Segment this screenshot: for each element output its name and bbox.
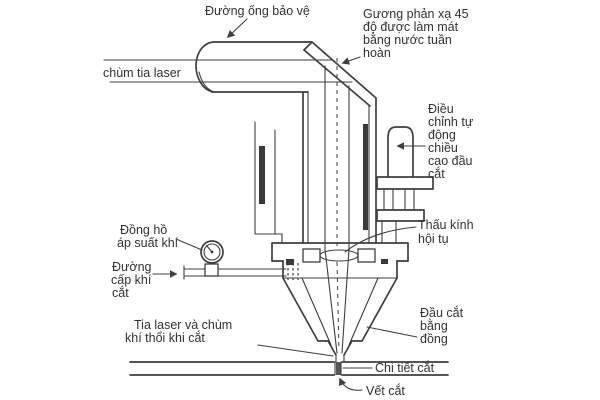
label-kerf: Vết cắt: [366, 383, 405, 398]
height-actuator: [376, 126, 434, 244]
svg-text:cấp khí: cấp khí: [111, 273, 152, 287]
leader-pressure-gauge: [175, 238, 203, 251]
gas-supply-line: [183, 265, 287, 280]
workpiece: [129, 361, 449, 376]
svg-text:hoàn: hoàn: [363, 46, 391, 60]
svg-text:Thấu kính: Thấu kính: [418, 218, 474, 232]
svg-text:Gương phản xạ 45: Gương phản xạ 45: [363, 7, 469, 21]
label-gas-supply: Đường cấp khí cắt: [111, 260, 152, 300]
svg-text:bằng nước tuần: bằng nước tuần: [363, 32, 452, 47]
svg-text:hội tụ: hội tụ: [418, 232, 449, 246]
svg-text:Đồng hồ: Đồng hồ: [120, 223, 167, 237]
svg-text:áp suất khí: áp suất khí: [117, 236, 179, 250]
label-mirror: Gương phản xạ 45 độ được làm mát bằng nư…: [363, 7, 469, 60]
protective-tube: [195, 41, 309, 93]
leader-mirror: [341, 56, 361, 65]
left-guide-rail: [254, 121, 283, 244]
svg-text:cao đầu: cao đầu: [428, 154, 473, 168]
vertical-column: [302, 58, 377, 250]
leader-protective-tube: [226, 18, 248, 39]
svg-text:Tia laser và chùm: Tia laser và chùm: [134, 318, 232, 332]
svg-text:Điều: Điều: [428, 102, 454, 116]
label-auto-height: Điều chỉnh tự động chiều cao đầu cắt: [428, 102, 473, 181]
svg-text:khí thổi khi cắt: khí thổi khi cắt: [125, 330, 205, 345]
right-guide-rail: [363, 124, 368, 230]
label-laser-beam: chùm tia laser: [103, 66, 181, 80]
laser-beam-lines: [103, 59, 353, 83]
svg-text:Đầu cắt: Đầu cắt: [420, 305, 464, 320]
pressure-gauge: [200, 240, 224, 277]
svg-text:cắt: cắt: [112, 285, 129, 300]
leader-focus-lens: [344, 226, 417, 253]
label-protective-tube: Đường ống bảo vệ: [205, 4, 310, 18]
svg-text:chiều: chiều: [428, 141, 458, 155]
svg-text:Đường: Đường: [112, 260, 152, 274]
kerf-cut: [334, 361, 342, 376]
svg-text:cắt: cắt: [428, 166, 445, 181]
label-laser-jet: Tia laser và chùm khí thổi khi cắt: [125, 318, 232, 345]
leader-laser-jet: [257, 344, 334, 357]
label-copper-head: Đầu cắt bằng đồng: [420, 305, 464, 346]
svg-text:độ được làm mát: độ được làm mát: [363, 20, 459, 34]
leader-copper-head: [366, 326, 418, 338]
label-pressure-gauge: Đồng hồ áp suất khí: [117, 223, 179, 250]
leader-kerf: [339, 377, 363, 391]
svg-text:chỉnh tự: chỉnh tự: [428, 115, 473, 129]
svg-text:động: động: [428, 128, 456, 142]
label-workpiece: Chi tiết cắt: [375, 360, 435, 375]
nozzle-cone: [282, 248, 398, 363]
label-focus-lens: Thấu kính hội tụ: [418, 218, 474, 246]
svg-text:đồng: đồng: [420, 332, 448, 346]
focus-lens-assembly: [302, 248, 376, 263]
svg-text:bằng: bằng: [420, 318, 448, 333]
